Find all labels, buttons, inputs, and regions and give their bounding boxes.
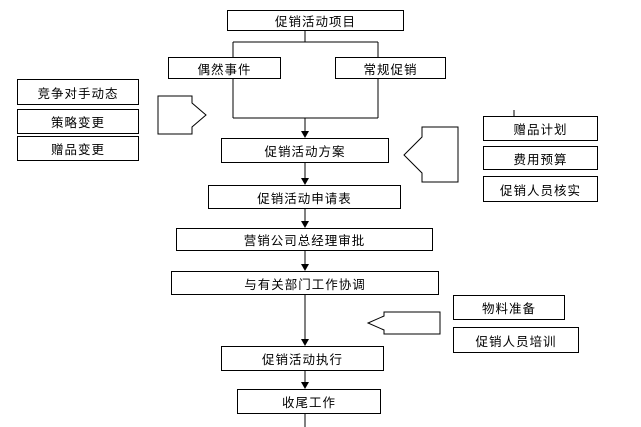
node-gift-change: 赠品变更 — [17, 136, 139, 161]
node-approval: 营销公司总经理审批 — [176, 228, 433, 251]
arrowhead — [301, 131, 309, 138]
node-strategy: 策略变更 — [17, 109, 139, 134]
node-regular: 常规促销 — [335, 57, 446, 79]
arrowhead — [301, 264, 309, 271]
node-plan: 促销活动方案 — [221, 138, 389, 163]
node-execution: 促销活动执行 — [221, 346, 384, 371]
arrowhead — [301, 382, 309, 389]
node-materials: 物料准备 — [453, 295, 565, 320]
node-application: 促销活动申请表 — [208, 185, 401, 209]
bottom-resource-arrow — [366, 311, 441, 335]
node-budget: 费用预算 — [483, 146, 598, 170]
left-input-arrow — [157, 95, 207, 135]
arrowhead — [301, 339, 309, 346]
node-staff-training: 促销人员培训 — [453, 327, 579, 353]
node-competitor: 竞争对手动态 — [17, 79, 139, 105]
arrowhead — [301, 221, 309, 228]
node-accidental: 偶然事件 — [168, 57, 281, 79]
arrowhead — [301, 178, 309, 185]
node-gift-plan: 赠品计划 — [483, 116, 598, 141]
node-coordination: 与有关部门工作协调 — [171, 271, 439, 295]
node-staff-check: 促销人员核实 — [483, 176, 598, 202]
node-project: 促销活动项目 — [227, 10, 404, 31]
node-closing: 收尾工作 — [237, 389, 381, 414]
right-resource-arrow — [403, 126, 459, 183]
